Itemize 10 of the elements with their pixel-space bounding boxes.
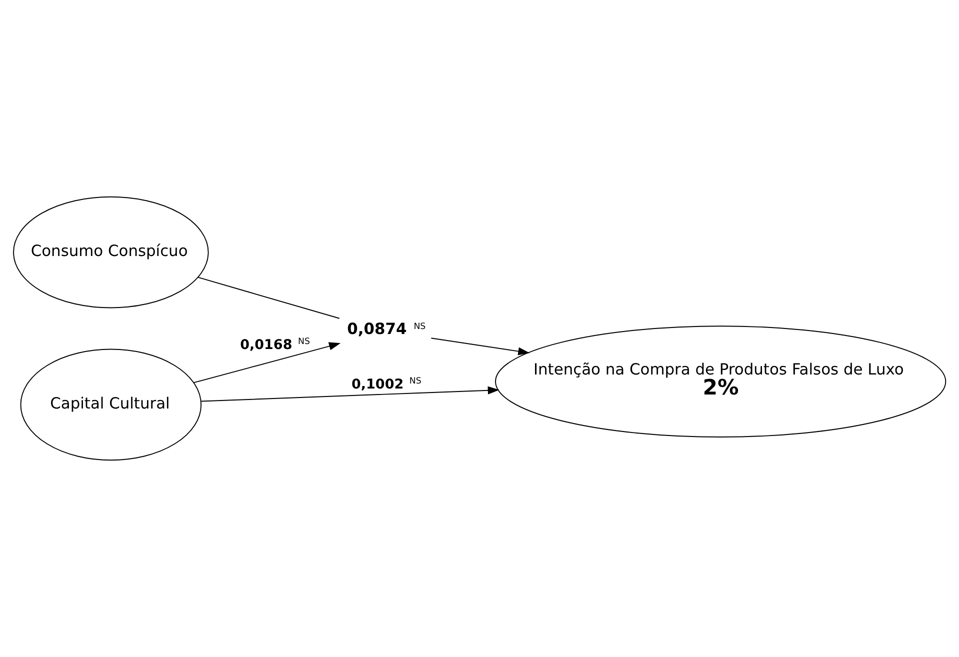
connector xyxy=(198,276,340,319)
arrow xyxy=(430,338,530,356)
arrow xyxy=(200,386,500,402)
node-ellipse: Consumo Conspícuo xyxy=(13,196,209,308)
arrow xyxy=(194,342,341,384)
node-text: 0,0874 $^{NS}$ xyxy=(347,320,426,338)
edge-label: 0,1002 $^{NS}$ xyxy=(352,376,422,392)
edge-label: 0,0168 $^{NS}$ xyxy=(240,336,310,353)
node-ellipse: Capital Cultural xyxy=(20,348,202,461)
node-ellipse: Intenção na Compra de Produtos Falsos de Luxo 2% xyxy=(495,326,946,438)
